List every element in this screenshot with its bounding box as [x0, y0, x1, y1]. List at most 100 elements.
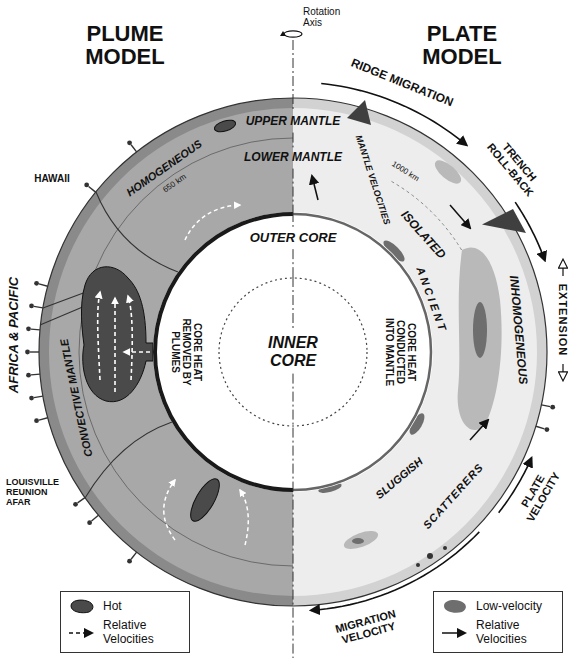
- legend-sample: [67, 597, 97, 615]
- rotation-axis-segment: [293, 40, 294, 111]
- legend-box: HotRelative Velocities: [60, 591, 190, 653]
- hotspot-stem: [89, 186, 96, 192]
- scatterer: [427, 553, 433, 559]
- core-label: INNER CORE: [258, 334, 328, 369]
- inner-core-circle: INNER CORE: [218, 277, 368, 427]
- hotspot-stem: [31, 328, 40, 330]
- legend-swatch: [444, 600, 466, 613]
- low-velocity-halo: [458, 247, 502, 430]
- hotspot-stem: [541, 405, 550, 407]
- hotspot-marker: [34, 281, 48, 286]
- velocity-arrow: [470, 420, 488, 440]
- legend-label: Hot: [103, 600, 122, 614]
- hotspot-stem: [536, 426, 545, 429]
- legend-sample: [440, 624, 470, 642]
- hotspot-cap: [550, 405, 555, 410]
- plume-flow-arrows: [98, 292, 150, 392]
- region-label: LOWER MANTLE: [244, 151, 342, 164]
- inner-core-fill: [219, 278, 367, 426]
- hotspot-marker: [127, 552, 136, 563]
- rotation-axis-segment: [293, 277, 294, 330]
- extension-arrow: [562, 364, 563, 380]
- hotspot-stem: [39, 284, 48, 286]
- low-velocity-halo: [342, 527, 381, 552]
- hotspot-cap: [34, 418, 39, 423]
- hotspot-cap: [26, 326, 31, 331]
- flow-arrow: [128, 296, 132, 380]
- low-velocity-halo: [431, 156, 465, 187]
- hotspot-cap: [29, 396, 34, 401]
- rotation-axis-segment: [293, 133, 294, 148]
- hotspot-marker: [25, 350, 39, 355]
- hotspot-cap: [127, 559, 132, 564]
- hotspot-stem: [39, 418, 48, 420]
- plume-conduit: [40, 306, 85, 325]
- hotspot-cap: [34, 281, 39, 286]
- legend-swatch: [71, 600, 93, 613]
- flow-arrow: [124, 351, 150, 353]
- scatterer: [416, 563, 420, 567]
- region-label: LOUISVILLE REUNION AFAR: [6, 478, 72, 508]
- scatterer: [443, 546, 447, 550]
- region-label: EXTENSION: [557, 284, 569, 357]
- rotation-axis-segment: [293, 374, 294, 427]
- core-label: CORE HEAT CONDUCTED INTO MANTLE: [384, 315, 417, 389]
- hotspot-marker: [84, 183, 95, 193]
- hotspot-cap: [73, 502, 78, 507]
- velocity-arrow: [312, 176, 318, 200]
- hotspot-cap: [127, 140, 132, 145]
- flow-arrow: [98, 292, 100, 380]
- hotspot-cap: [87, 520, 92, 525]
- hotspot-cap: [84, 183, 89, 188]
- hotspot-stem: [131, 145, 137, 152]
- region-label: UPPER MANTLE: [246, 115, 341, 128]
- hotspot-marker: [26, 326, 40, 331]
- hotspot-stem: [131, 552, 137, 559]
- hotspot-cap: [26, 373, 31, 378]
- low-velocity-core: [352, 538, 364, 544]
- flow-arrow: [164, 480, 175, 540]
- legend-label: Low-velocity: [476, 600, 542, 614]
- plume-conduit: [85, 422, 172, 498]
- flow-arrow: [240, 490, 248, 545]
- legend-arrow-sample: [69, 632, 92, 634]
- legend-label: Relative Velocities: [476, 619, 556, 647]
- core-label: OUTER CORE: [250, 231, 337, 245]
- region-label: TRENCH ROLL-BACK: [483, 131, 548, 202]
- region-label: Rotation Axis: [303, 6, 355, 28]
- rotation-axis-segment: [293, 374, 294, 658]
- hotspot-marker: [29, 396, 43, 401]
- trench-slab: [482, 209, 526, 233]
- hotspot-stem: [34, 396, 43, 398]
- hot-blob: [213, 118, 237, 134]
- hotspot-marker: [127, 140, 136, 151]
- outer-core-circle: OUTER CORE CORE HEAT REMOVED BY PLUMES COR…: [153, 212, 433, 492]
- core-label: CORE HEAT REMOVED BY PLUMES: [170, 315, 203, 389]
- trench-rollback-arrow: [515, 202, 545, 260]
- hotspot-marker: [536, 426, 549, 432]
- legend-arrow-sample: [442, 632, 465, 634]
- plume-head: [81, 267, 153, 402]
- legend-sample: [67, 624, 97, 642]
- legend-entry: Hot: [67, 597, 183, 615]
- plume-conduit: [43, 292, 86, 308]
- rotation-symbol: [284, 31, 302, 37]
- hotspot-marker: [26, 373, 40, 378]
- model-heading: PLATE MODEL: [406, 22, 518, 68]
- hotspot-stem: [30, 351, 39, 352]
- legend-entry: Relative Velocities: [440, 619, 556, 647]
- flow-arrow: [114, 298, 116, 392]
- hotspot-stem: [34, 306, 43, 308]
- region-label: HAWAII: [34, 173, 70, 184]
- outer-core-fill: [153, 212, 433, 492]
- legend-box: Low-velocityRelative Velocities: [433, 591, 563, 653]
- ridge: [347, 100, 371, 125]
- hotspot-stem: [31, 373, 40, 375]
- hotspot-stem: [92, 515, 99, 521]
- rotation-axis-segment: [293, 212, 294, 227]
- low-velocity-core: [473, 302, 487, 358]
- extension-arrow: [562, 260, 563, 276]
- legend-label: Relative Velocities: [103, 619, 183, 647]
- hotspot-cap: [25, 350, 30, 355]
- hotspot-cap: [544, 427, 549, 432]
